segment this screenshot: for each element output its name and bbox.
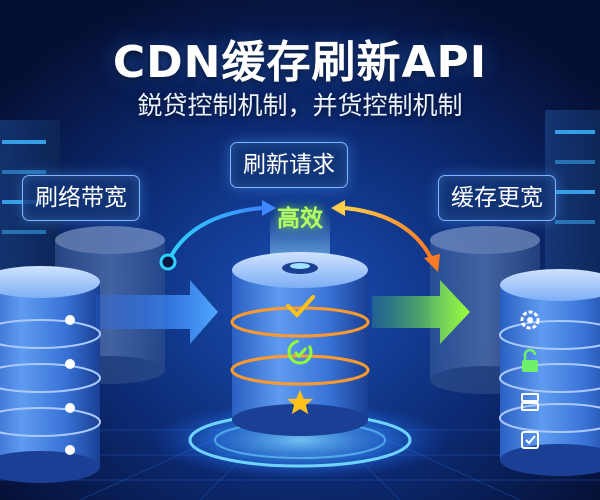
right-database-stack: [499, 269, 600, 476]
left-database-stack: [0, 266, 101, 483]
label-refresh-request: 刷新请求: [230, 142, 348, 188]
arc-orange: [344, 206, 434, 261]
checkbox-icon: [521, 431, 539, 449]
label-bandwidth: 刷络带宽: [22, 175, 140, 221]
server-icon: [521, 393, 539, 411]
label-efficient: 高效: [277, 206, 323, 232]
refresh-check-icon: [287, 339, 313, 365]
unlock-icon: [522, 348, 538, 372]
arrow-right-green: [372, 280, 470, 344]
check-icon: [286, 295, 315, 318]
star-icon: [287, 390, 313, 414]
label-cache-update: 缓存更宽: [438, 175, 556, 221]
arc-blue: [166, 206, 263, 263]
arrow-right-blue: [96, 280, 218, 344]
page-title: CDN缓存刷新API: [112, 37, 488, 88]
page-subtitle: 鋭贷控制机制，并货控制机制: [137, 91, 463, 120]
gear-icon: [520, 310, 540, 330]
